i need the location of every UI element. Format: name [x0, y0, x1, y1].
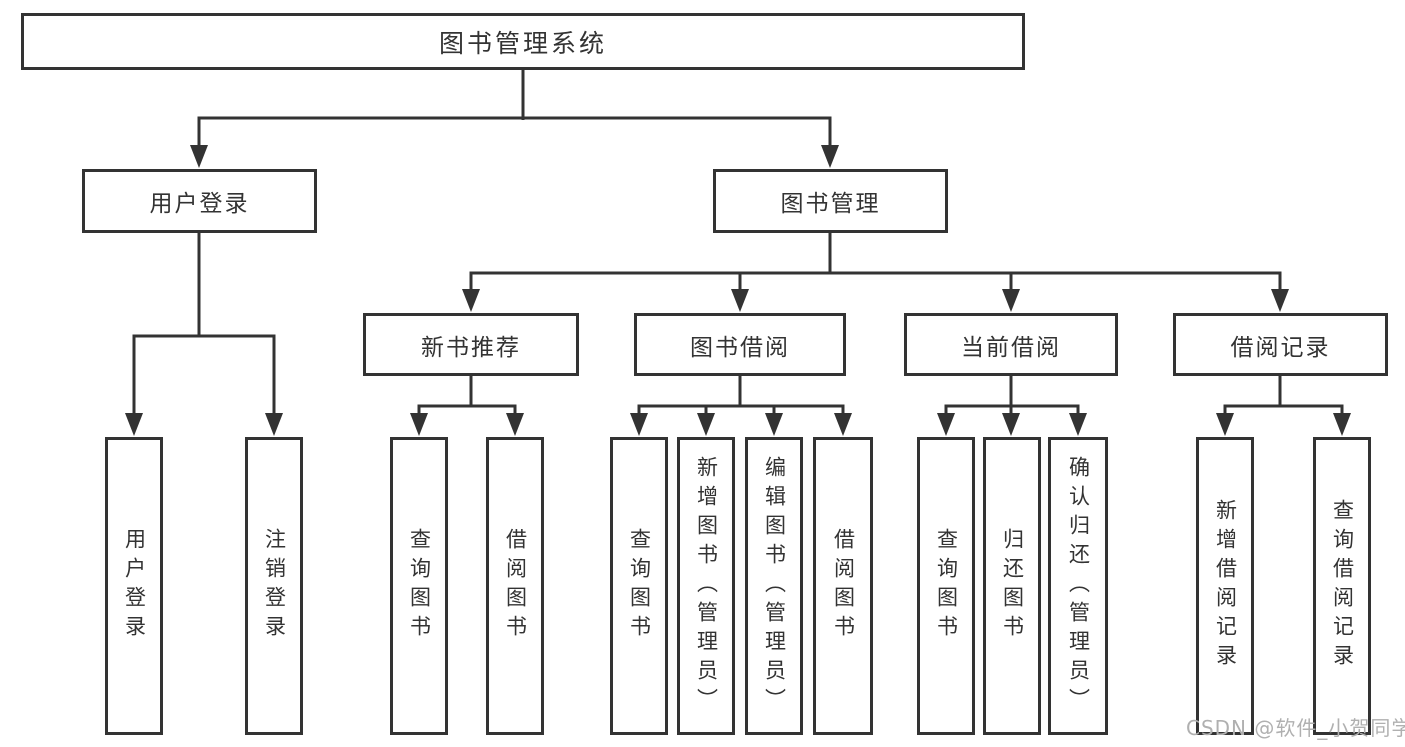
connector-line [417, 375, 517, 415]
node-label: 当前借阅 [961, 334, 1061, 361]
arrow-head [834, 413, 852, 436]
node-label: 查询图书 [934, 528, 959, 644]
arrow-head [1002, 289, 1020, 312]
node-label: 新增图书（管理员） [694, 455, 719, 717]
node-borrowing-records: 借阅记录 [1173, 313, 1388, 376]
node-label: 查询图书 [627, 528, 652, 644]
arrow-head [410, 413, 428, 436]
arrow-head [190, 145, 208, 168]
node-leaf-confirm-return-admin: 确认归还（管理员） [1048, 437, 1108, 735]
node-label: 用户登录 [122, 528, 147, 644]
node-label: 新书推荐 [421, 334, 521, 361]
arrow-head [697, 413, 715, 436]
connector-line [944, 375, 1080, 415]
node-leaf-query-books-rec: 查询图书 [390, 437, 448, 735]
node-book-borrowing: 图书借阅 [634, 313, 846, 376]
node-label: 确认归还（管理员） [1066, 455, 1091, 717]
node-leaf-query-books-borrow: 查询图书 [610, 437, 668, 735]
arrow-head [265, 413, 283, 436]
node-current-borrowing: 当前借阅 [904, 313, 1118, 376]
connector-new-book-rec-to-leaves [410, 375, 524, 436]
connector-line [1223, 375, 1344, 415]
node-leaf-query-books-current: 查询图书 [917, 437, 975, 735]
node-new-book-recommend: 新书推荐 [363, 313, 579, 376]
node-label: 借阅记录 [1230, 334, 1331, 361]
node-label: 新增借阅记录 [1213, 499, 1238, 673]
arrow-head [1333, 413, 1351, 436]
arrow-head [1271, 289, 1289, 312]
connector-book-mgmt-to-level3 [462, 233, 1289, 312]
arrow-head [1069, 413, 1087, 436]
node-label: 查询借阅记录 [1330, 499, 1355, 673]
connector-current-borrow-to-leaves [937, 375, 1087, 436]
connector-line [132, 233, 276, 415]
arrow-head [821, 145, 839, 168]
connector-line [197, 69, 832, 147]
arrow-head [506, 413, 524, 436]
node-label: 归还图书 [1000, 528, 1025, 644]
node-label: 借阅图书 [503, 528, 528, 644]
node-book-management: 图书管理 [713, 169, 948, 233]
connector-borrow-records-to-leaves [1216, 375, 1351, 436]
node-leaf-logout: 注销登录 [245, 437, 303, 735]
connector-root-to-level2 [190, 69, 839, 168]
node-label: 图书借阅 [690, 334, 790, 361]
node-leaf-edit-books-admin: 编辑图书（管理员） [745, 437, 803, 735]
node-user-login: 用户登录 [82, 169, 317, 233]
node-label: 用户登录 [149, 191, 250, 217]
node-leaf-user-login: 用户登录 [105, 437, 163, 735]
node-label: 图书管理 [780, 191, 881, 217]
arrow-head [630, 413, 648, 436]
node-leaf-add-books-admin: 新增图书（管理员） [677, 437, 735, 735]
node-leaf-borrow-books: 借阅图书 [813, 437, 873, 735]
node-label: 注销登录 [262, 528, 287, 644]
node-leaf-return-books: 归还图书 [983, 437, 1041, 735]
arrow-head [765, 413, 783, 436]
node-leaf-add-borrow-record: 新增借阅记录 [1196, 437, 1254, 735]
arrow-head [937, 413, 955, 436]
arrow-head [125, 413, 143, 436]
node-label: 借阅图书 [831, 528, 856, 644]
connector-user-login-to-leaves [125, 233, 283, 436]
node-leaf-borrow-books-rec: 借阅图书 [486, 437, 544, 735]
connector-line [469, 233, 1282, 291]
node-root-system: 图书管理系统 [21, 13, 1025, 70]
connector-line [637, 375, 845, 415]
node-leaf-query-borrow-record: 查询借阅记录 [1313, 437, 1371, 735]
arrow-head [462, 289, 480, 312]
node-label: 查询图书 [407, 528, 432, 644]
node-label: 编辑图书（管理员） [762, 455, 787, 717]
node-label: 图书管理系统 [438, 28, 607, 58]
arrow-head [1002, 413, 1020, 436]
arrow-head [1216, 413, 1234, 436]
arrow-head [731, 289, 749, 312]
connector-book-borrow-to-leaves [630, 375, 852, 436]
csdn-watermark: CSDN @软件_小贺同学 [1186, 716, 1405, 740]
